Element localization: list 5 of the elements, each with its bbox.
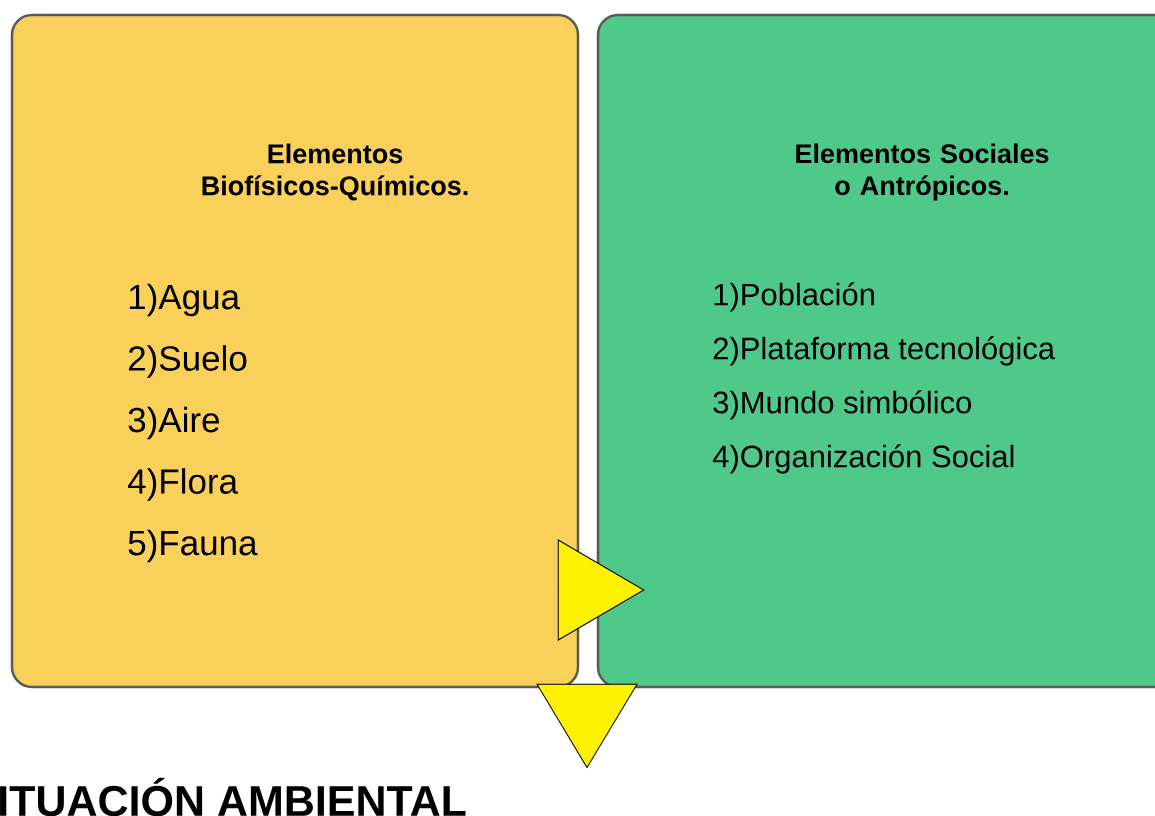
rounded-box: Elementos Sociales o Antrópicos. 1)Población 2)Plataforma tecnológica 3)Mundo simbólico 4)Organización Social — [596, 13, 1155, 689]
triangle-arrow — [536, 683, 638, 769]
triangle-arrow — [557, 539, 645, 641]
heading: ITUACIÓN AMBIENTAL — [0, 777, 466, 816]
rounded-box: Elementos Biofísicos-Químicos. 1)Agua 2)Suelo 3)Aire 4)Flora 5)Fauna — [10, 13, 580, 689]
